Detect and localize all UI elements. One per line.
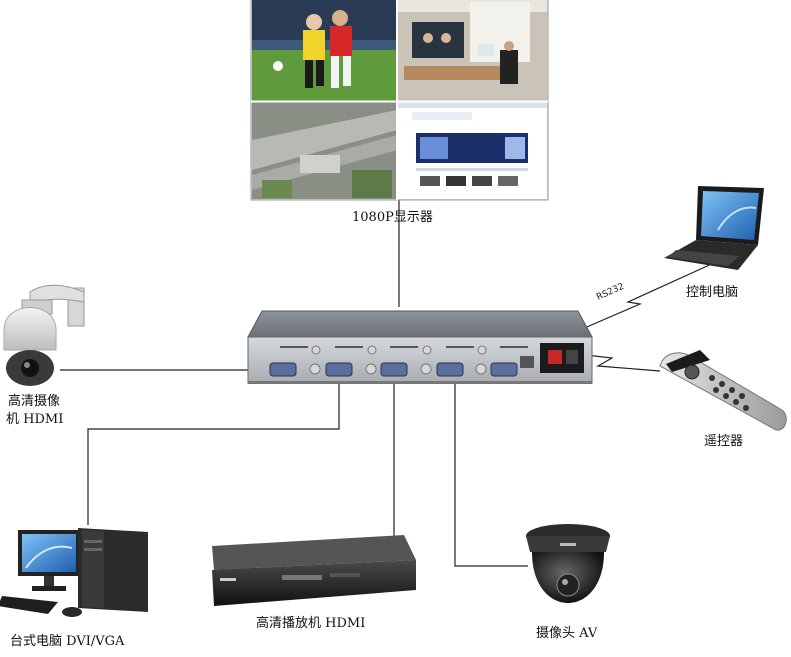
round-connectors — [309, 345, 487, 375]
camera-av-link — [454, 377, 528, 567]
label-hd-camera-line1: 高清摄像 — [8, 393, 60, 409]
rs232-link — [544, 261, 717, 346]
hd-player-icon — [212, 535, 416, 606]
label-hd-player: 高清播放机 HDMI — [256, 615, 365, 631]
serial-port — [520, 356, 534, 368]
dome-camera-icon — [526, 524, 610, 603]
display-video-wall — [250, 0, 549, 201]
vga-ports — [269, 362, 518, 377]
matrix-switcher — [247, 310, 593, 384]
power-switch — [548, 350, 562, 364]
tile-meeting-room — [398, 0, 547, 101]
label-rs232: RS232 — [595, 282, 626, 303]
label-control-pc: 控制电脑 — [686, 285, 738, 300]
desktop-pc-link — [87, 377, 340, 525]
tile-website — [398, 102, 547, 199]
hd-camera-icon — [3, 284, 85, 386]
label-hd-camera-line2: 机 HDMI — [6, 412, 63, 427]
remote-control-icon — [659, 350, 787, 431]
desktop-pc-icon — [0, 528, 148, 617]
port-captions — [280, 346, 528, 348]
label-desktop-pc: 台式电脑 DVI/VGA — [10, 634, 125, 649]
label-display: 1080P显示器 — [352, 210, 433, 225]
laptop-icon — [664, 186, 764, 270]
label-camera-av: 摄像头 AV — [536, 626, 598, 641]
label-remote: 遥控器 — [704, 434, 743, 449]
tile-soccer — [252, 0, 397, 101]
tile-highway — [252, 102, 397, 199]
